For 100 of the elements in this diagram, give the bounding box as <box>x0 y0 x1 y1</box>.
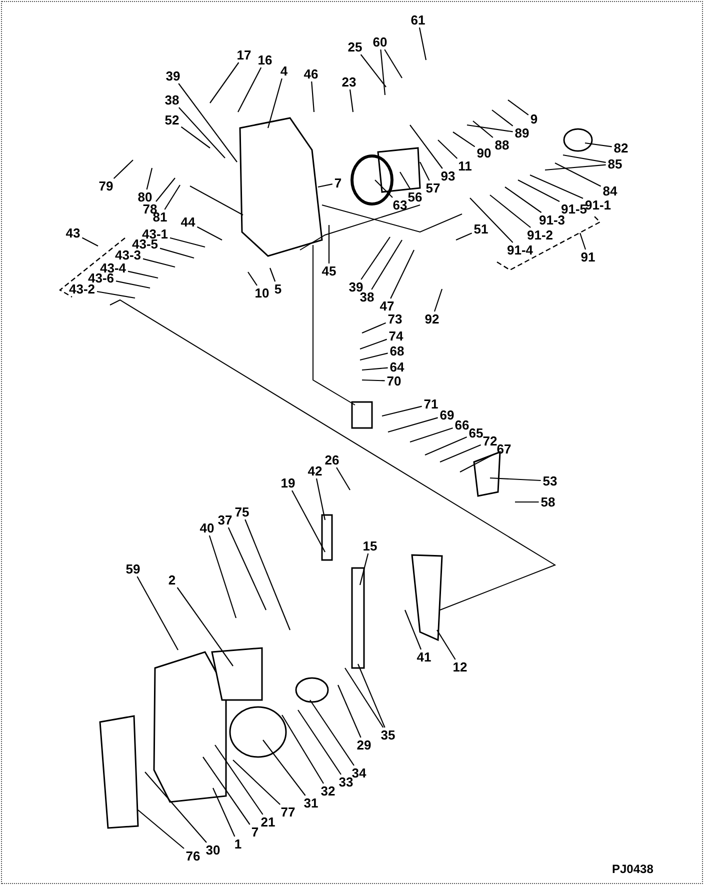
callout-number: 43-3 <box>114 248 142 262</box>
leader-line <box>530 174 584 199</box>
callout-number: 60 <box>372 36 388 48</box>
leader-line <box>440 444 482 462</box>
callout-number: 73 <box>386 312 404 326</box>
callout-number: 89 <box>514 126 530 140</box>
callout-number: 85 <box>606 158 624 170</box>
callout-number: 10 <box>254 286 270 300</box>
leader-line <box>212 788 236 837</box>
leader-line <box>360 338 387 350</box>
callout-number: 53 <box>542 474 558 488</box>
leader-line <box>180 126 210 148</box>
leader-line <box>490 477 541 482</box>
callout-number: 37 <box>216 514 234 526</box>
leader-line <box>128 270 158 279</box>
leader-line <box>208 535 237 618</box>
leader-line <box>202 756 250 825</box>
callout-number: 91-3 <box>538 214 566 226</box>
leader-line <box>359 553 369 586</box>
callout-number: 31 <box>302 796 320 810</box>
callout-number: 15 <box>362 540 378 552</box>
callout-number: 1 <box>233 838 243 850</box>
callout-number: 7 <box>250 826 260 838</box>
leader-line <box>360 352 388 361</box>
callout-number: 63 <box>392 198 408 212</box>
leader-line <box>318 184 332 188</box>
callout-number: 17 <box>236 48 252 62</box>
leader-line <box>492 110 514 126</box>
leader-line <box>362 367 388 371</box>
callout-number: 47 <box>378 300 396 312</box>
callout-number: 61 <box>410 14 426 26</box>
leader-line <box>388 417 438 433</box>
leader-line <box>456 232 472 240</box>
callout-number: 84 <box>602 184 618 198</box>
callout-number: 11 <box>457 160 473 172</box>
leader-line <box>136 576 178 650</box>
leader-line <box>228 527 266 610</box>
callout-number: 32 <box>320 784 336 798</box>
callout-number: 26 <box>324 454 340 466</box>
callout-number: 68 <box>388 344 406 358</box>
leader-line <box>113 160 134 179</box>
leader-line <box>470 198 514 243</box>
leader-line <box>328 225 330 264</box>
callout-number: 71 <box>422 398 440 410</box>
callout-number: 91-4 <box>506 244 534 256</box>
callout-number: 82 <box>612 142 630 154</box>
leader-line <box>96 290 136 299</box>
callout-number: 29 <box>356 738 372 752</box>
callout-number: 39 <box>164 70 182 82</box>
callout-number: 69 <box>438 408 456 422</box>
callout-number: 72 <box>482 434 498 448</box>
leader-line <box>144 772 207 843</box>
callout-number: 56 <box>406 190 424 204</box>
callout-number: 46 <box>302 68 320 80</box>
leader-line <box>82 237 98 246</box>
leader-line <box>338 684 362 738</box>
callout-number: 4 <box>279 64 289 78</box>
leader-line <box>424 436 468 456</box>
leader-line <box>504 186 542 213</box>
leader-line <box>390 250 414 299</box>
callout-number: 43-4 <box>98 262 128 274</box>
leader-line <box>472 120 494 138</box>
leader-line <box>418 27 427 60</box>
callout-number: 7 <box>333 176 343 190</box>
callout-number: 12 <box>452 660 468 674</box>
leader-line <box>508 100 529 116</box>
callout-number: 91-2 <box>526 228 554 242</box>
callout-number: 2 <box>167 574 177 586</box>
callout-number: 38 <box>164 94 180 106</box>
callout-number: 44 <box>180 216 196 228</box>
leader-line <box>269 268 276 282</box>
leader-line <box>262 740 306 796</box>
leader-line <box>562 154 606 163</box>
leader-line <box>452 132 476 148</box>
leader-line <box>436 630 456 660</box>
leader-line <box>438 140 458 159</box>
callout-number: 21 <box>260 816 276 828</box>
callout-number: 67 <box>496 442 512 456</box>
leader-line <box>336 467 350 490</box>
leader-line <box>196 226 222 240</box>
callout-number: 88 <box>494 138 510 152</box>
leader-line <box>518 180 560 202</box>
leader-line <box>298 710 342 775</box>
leader-line <box>232 760 280 805</box>
leader-line <box>490 194 531 228</box>
callout-number: 5 <box>273 282 283 296</box>
callout-number: 43-1 <box>140 228 170 240</box>
callout-number: 64 <box>388 360 406 374</box>
leader-line <box>362 322 386 334</box>
leader-line <box>584 142 612 148</box>
leader-line <box>244 519 290 630</box>
leader-line <box>554 162 602 187</box>
leader-line <box>344 668 384 728</box>
callout-number: 76 <box>184 850 202 862</box>
leader-line <box>160 248 194 259</box>
leader-line <box>156 178 176 202</box>
callout-number: 58 <box>540 496 556 508</box>
callout-number: 74 <box>388 330 404 342</box>
leader-line <box>310 700 354 766</box>
callout-number: 23 <box>340 76 358 88</box>
